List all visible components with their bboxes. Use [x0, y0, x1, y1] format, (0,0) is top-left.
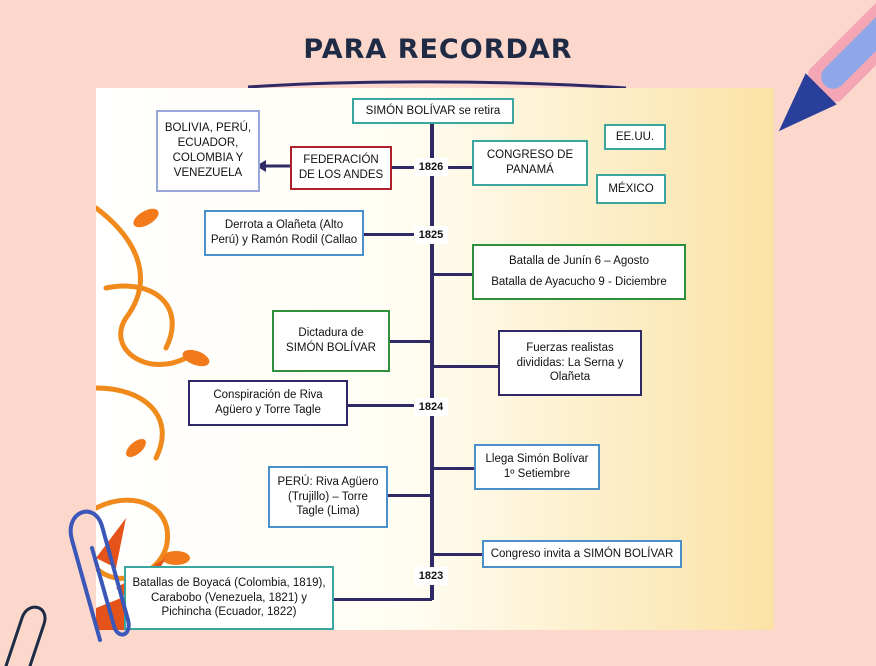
box-fuerzas-realistas: Fuerzas realistas divididas: La Serna y … — [498, 330, 642, 396]
connector — [432, 467, 474, 470]
connector — [390, 340, 432, 343]
batalla-ayacucho: Batalla de Ayacucho 9 - Diciembre — [491, 276, 667, 288]
connector — [388, 494, 432, 497]
connector — [334, 598, 432, 601]
box-congreso-panama: CONGRESO DE PANAMÁ — [472, 140, 588, 186]
box-batallas-1824: Batalla de Junín 6 – Agosto Batalla de A… — [472, 244, 686, 300]
connector — [432, 273, 474, 276]
connector — [432, 166, 472, 169]
box-bolivar-se-retira: SIMÓN BOLÍVAR se retira — [352, 98, 514, 124]
box-llega-bolivar: Llega Simón Bolívar 1º Setiembre — [474, 444, 600, 490]
title-underline — [247, 80, 627, 90]
timeline-spine — [430, 122, 434, 600]
page-title: PARA RECORDAR — [303, 34, 573, 65]
box-conspiracion: Conspiración de Riva Agüero y Torre Tagl… — [188, 380, 348, 426]
box-derrota-olaneta: Derrota a Olañeta (Alto Perú) y Ramón Ro… — [204, 210, 364, 256]
connector — [432, 553, 482, 556]
connector — [364, 233, 432, 236]
box-federacion-andes: FEDERACIÓN DE LOS ANDES — [290, 146, 392, 190]
year-1824: 1824 — [414, 398, 448, 416]
box-batallas-independencia: Batallas de Boyacá (Colombia, 1819), Car… — [124, 566, 334, 630]
box-peru-gobiernos: PERÚ: Riva Agüero (Trujillo) – Torre Tag… — [268, 466, 388, 528]
connector — [348, 404, 432, 407]
box-mexico: MÉXICO — [596, 174, 666, 204]
connector — [392, 166, 432, 169]
connector — [432, 365, 498, 368]
year-1826: 1826 — [414, 158, 448, 176]
box-paises: BOLIVIA, PERÚ, ECUADOR, COLOMBIA Y VENEZ… — [156, 110, 260, 192]
box-dictadura: Dictadura de SIMÓN BOLÍVAR — [272, 310, 390, 372]
box-eeuu: EE.UU. — [604, 124, 666, 150]
year-1825: 1825 — [414, 226, 448, 244]
batalla-junin: Batalla de Junín 6 – Agosto — [508, 255, 650, 268]
year-1823: 1823 — [414, 567, 448, 585]
box-congreso-invita: Congreso invita a SIMÓN BOLÍVAR — [482, 540, 682, 568]
